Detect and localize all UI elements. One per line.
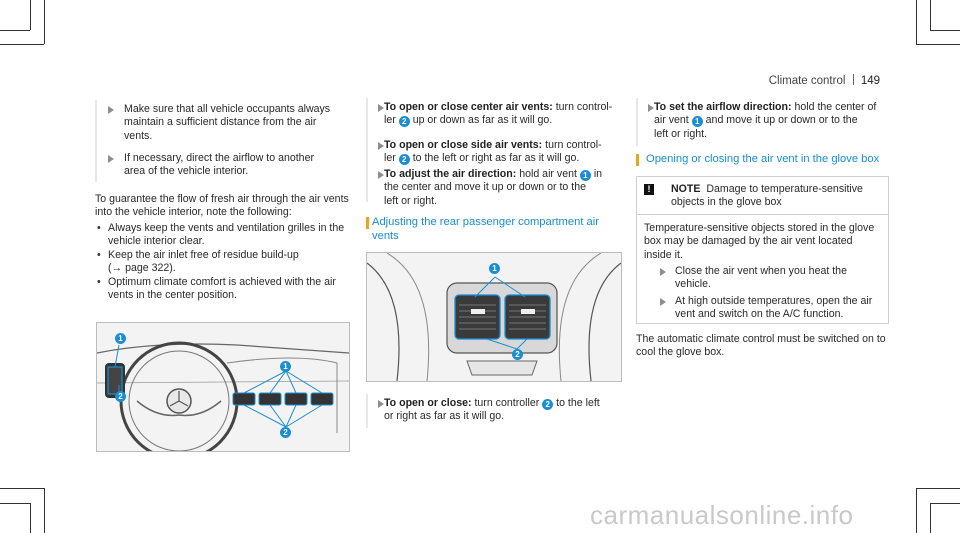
arrow-bullet-icon [660, 298, 666, 306]
callout-2-marker: 2 [512, 349, 523, 360]
step-bar [366, 394, 368, 428]
callout-2-marker: 2 [398, 154, 410, 166]
callout-1-marker: 1 [280, 361, 291, 372]
crop-mark [30, 0, 31, 30]
arrow-bullet-icon [378, 142, 384, 150]
crop-mark [0, 488, 44, 489]
note-header: ! NOTE Damage to temperature-sensitive o… [637, 177, 888, 215]
safety-step-1: Make sure that all vehicle occupants alw… [124, 103, 331, 142]
dashboard-illustration [97, 323, 349, 451]
warning-icon: ! [644, 184, 654, 195]
crop-mark [916, 0, 917, 44]
section-title: Climate control [768, 75, 846, 87]
crop-mark [930, 0, 931, 30]
arrow-bullet-icon [108, 155, 114, 163]
tip-item: Keep the air inlet free of residue build… [95, 249, 353, 276]
rear-vents-illustration [367, 253, 621, 381]
crop-mark [916, 488, 917, 533]
watermark: carmanualsonline.info [590, 500, 854, 530]
note-title: NOTE Damage to temperature-sensitive obj… [671, 183, 863, 209]
callout-1-marker: 1 [691, 116, 703, 128]
rear-vents-figure: 1 2 [366, 252, 622, 382]
crop-mark [44, 0, 45, 44]
crop-mark [44, 488, 45, 533]
tip-item: Always keep the vents and ventilation gr… [95, 222, 353, 249]
heading-bar [366, 217, 369, 229]
step-airflow-direction: To set the airflow direction: hold the c… [654, 101, 877, 140]
page-reference-link[interactable]: (→ page 322). [108, 262, 176, 275]
tips-list: Always keep the vents and ventilation gr… [95, 222, 353, 302]
callout-1-marker: 1 [115, 333, 126, 344]
arrow-bullet-icon [660, 268, 666, 276]
intro-paragraph: To guarantee the flow of fresh air throu… [95, 193, 349, 219]
arrow-bullet-icon [378, 104, 384, 112]
note-step-1: Close the air vent when you heat the veh… [675, 265, 847, 291]
crop-mark [930, 30, 960, 31]
section-heading-glove-box: Opening or closing the air vent in the g… [646, 153, 880, 165]
tip-item: Optimum climate comfort is achieved with… [95, 276, 353, 303]
bullet-bar [95, 100, 97, 182]
step-air-direction: To adjust the air direction: hold air ve… [384, 168, 603, 207]
step-side-vents: To open or close side air vents: turn co… [384, 139, 602, 166]
step-bar [366, 98, 368, 202]
crop-mark [916, 44, 960, 45]
step-rear-open-close: To open or close: turn controller 2 to t… [384, 397, 600, 423]
crop-mark [0, 30, 30, 31]
note-body: Temperature-sensitive objects stored in … [644, 222, 875, 261]
crop-mark [0, 44, 44, 45]
crop-mark [930, 503, 960, 504]
arrow-bullet-icon [378, 400, 384, 408]
callout-2-marker: 2 [280, 427, 291, 438]
step-bar [636, 98, 638, 146]
closing-paragraph: The automatic climate control must be sw… [636, 333, 886, 359]
dashboard-vents-figure: 1 2 1 2 [96, 322, 350, 452]
section-heading-rear-vents: Adjusting the rear passenger compartment… [372, 216, 599, 242]
callout-2-marker: 2 [398, 116, 410, 128]
callout-1-marker: 1 [489, 263, 500, 274]
arrow-bullet-icon [378, 171, 384, 179]
heading-bar [636, 154, 639, 166]
safety-step-2: If necessary, direct the airflow to anot… [124, 152, 314, 178]
crop-mark [930, 503, 931, 533]
crop-mark [0, 503, 30, 504]
arrow-bullet-icon [648, 104, 654, 112]
step-center-vents: To open or close center air vents: turn … [384, 101, 613, 128]
crop-mark [916, 488, 960, 489]
page-header: Climate control 149 [760, 74, 880, 87]
arrow-bullet-icon [108, 106, 114, 114]
note-step-2: At high outside temperatures, open the a… [675, 295, 873, 321]
crop-mark [30, 503, 31, 533]
callout-2-marker: 2 [115, 391, 126, 402]
callout-2-marker: 2 [542, 399, 554, 410]
note-box: ! NOTE Damage to temperature-sensitive o… [636, 176, 889, 324]
callout-1-marker: 1 [579, 170, 591, 181]
page-number: 149 [860, 75, 880, 87]
